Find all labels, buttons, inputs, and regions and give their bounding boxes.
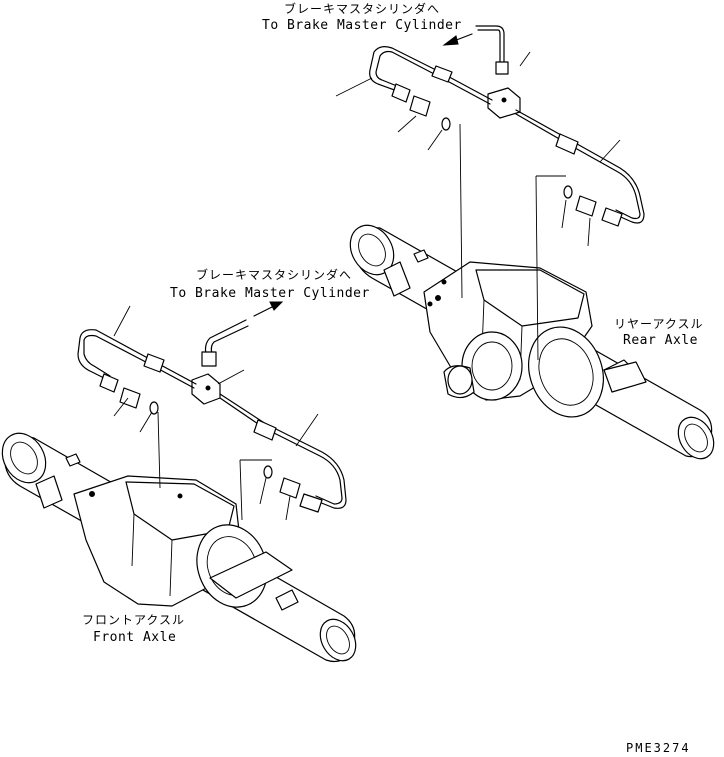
front-master-cylinder-label-jp: ブレーキマスタシリンダへ [196, 268, 353, 282]
rear-axle-label-en: Rear Axle [623, 333, 698, 348]
rear-master-cylinder-label-jp: ブレーキマスタシリンダへ [284, 2, 441, 16]
front-brake-piping [77, 301, 347, 521]
front-master-cylinder-label-en: To Brake Master Cylinder [170, 286, 370, 301]
drawing-code: PME3274 [626, 741, 691, 755]
front-axle-label-jp: フロントアクスル [82, 613, 186, 627]
rear-axle [349, 224, 715, 460]
rear-axle-label-jp: リヤーアクスル [614, 317, 704, 331]
rear-master-cylinder-label-en: To Brake Master Cylinder [262, 18, 462, 33]
front-axle-label-en: Front Axle [93, 630, 177, 645]
rear-brake-piping [335, 25, 645, 361]
front-axle [1, 432, 357, 663]
